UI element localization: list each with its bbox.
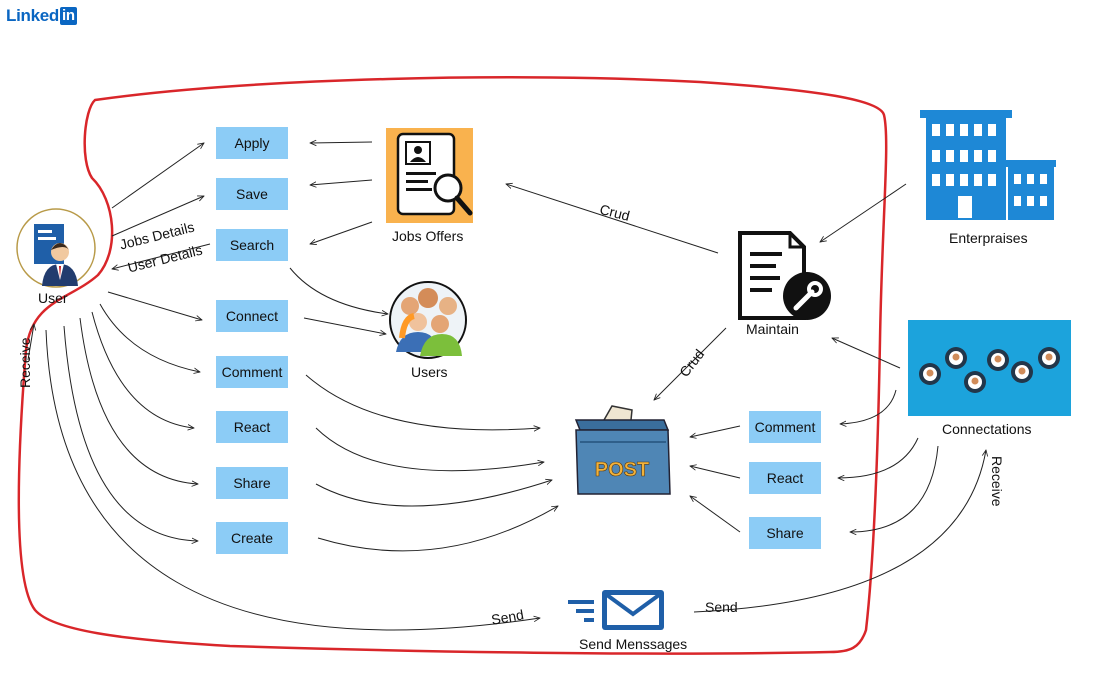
action-save[interactable]: Save bbox=[216, 178, 288, 210]
send-messages-label: Send Menssages bbox=[579, 636, 688, 652]
action-right-share[interactable]: Share bbox=[749, 517, 821, 549]
brand-word: Linked bbox=[6, 6, 59, 25]
users-icon bbox=[389, 281, 467, 359]
arrow-rshare-post bbox=[690, 496, 741, 533]
arrow-react-post bbox=[315, 427, 544, 472]
arrow-user-connect bbox=[107, 291, 202, 320]
action-right-react[interactable]: React bbox=[749, 462, 821, 494]
arrow-search-user bbox=[112, 243, 211, 269]
connections-label: Connectations bbox=[942, 421, 1032, 437]
arrow-conn-rcomment bbox=[840, 389, 897, 424]
action-right-comment[interactable]: Comment bbox=[749, 411, 821, 443]
users-label: Users bbox=[411, 364, 448, 380]
action-comment[interactable]: Comment bbox=[216, 356, 288, 388]
user-label: User bbox=[38, 290, 68, 306]
arrow-jobs-save bbox=[310, 179, 373, 185]
action-share[interactable]: Share bbox=[216, 467, 288, 499]
arrow-user-apply bbox=[111, 143, 204, 209]
jobs-offers-label: Jobs Offers bbox=[392, 228, 464, 244]
arrow-user-share bbox=[79, 317, 198, 484]
arrow-create-post bbox=[317, 506, 558, 552]
arrow-jobs-apply bbox=[310, 142, 373, 143]
arrow-user-comment bbox=[99, 303, 200, 372]
arrow-maintain-post bbox=[654, 327, 727, 400]
arrow-comment-post bbox=[305, 374, 540, 430]
enterprises-label: Enterpraises bbox=[949, 230, 1028, 246]
arrow-receive-user bbox=[27, 324, 34, 361]
action-search[interactable]: Search bbox=[216, 229, 288, 261]
arrow-send-conn bbox=[693, 450, 986, 613]
action-react[interactable]: React bbox=[216, 411, 288, 443]
arrow-user-send bbox=[45, 329, 540, 631]
send-messages-icon bbox=[568, 590, 664, 630]
post-text: POST bbox=[595, 459, 649, 481]
arrow-jobs-search bbox=[310, 221, 373, 244]
user-icon bbox=[16, 208, 96, 288]
action-apply[interactable]: Apply bbox=[216, 127, 288, 159]
enterprises-icon bbox=[920, 110, 1056, 220]
system-boundary bbox=[17, 76, 888, 655]
maintain-icon bbox=[738, 231, 831, 320]
arrow-rcomment-post bbox=[690, 425, 741, 437]
connections-icon bbox=[908, 320, 1071, 416]
action-create[interactable]: Create bbox=[216, 522, 288, 554]
arrow-maintain-jobs bbox=[506, 184, 719, 254]
arrow-enterprises-maintain bbox=[820, 183, 907, 242]
arrow-search-users bbox=[289, 267, 388, 314]
arrows bbox=[27, 142, 986, 631]
arrow-conn-rshare bbox=[850, 445, 939, 532]
arrow-conn-rreact bbox=[838, 437, 919, 478]
receive-left-label: Receive bbox=[17, 337, 33, 388]
send-right-label: Send bbox=[705, 599, 738, 615]
arrow-rreact-post bbox=[690, 466, 741, 479]
action-connect[interactable]: Connect bbox=[216, 300, 288, 332]
arrow-user-create bbox=[63, 325, 198, 541]
arrow-connect-users bbox=[303, 317, 386, 334]
arrow-user-save bbox=[111, 196, 204, 237]
post-box-icon: POST bbox=[574, 405, 671, 495]
arrow-user-react bbox=[91, 311, 194, 428]
arrow-share-post bbox=[315, 480, 552, 507]
arrow-connections-maintain bbox=[832, 337, 901, 369]
jobs-offers-icon bbox=[386, 128, 473, 223]
maintain-label: Maintain bbox=[746, 321, 799, 337]
brand-badge: in bbox=[60, 7, 77, 25]
receive-right-label: Receive bbox=[989, 456, 1005, 507]
